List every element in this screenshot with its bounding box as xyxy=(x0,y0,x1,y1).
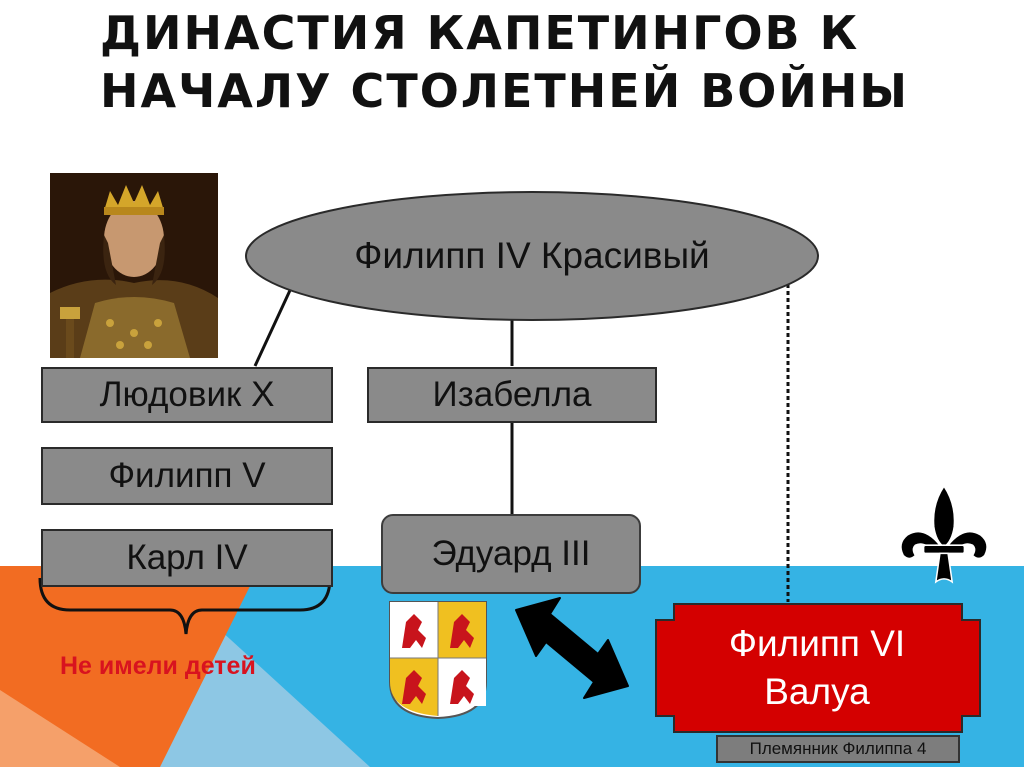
no-children-note: Не имели детей xyxy=(60,652,256,680)
charles-iv-node: Карл IV xyxy=(41,529,333,587)
isabella-node: Изабелла xyxy=(367,367,657,423)
philip-vi-valois-node: Филипп VI Валуа xyxy=(658,604,976,732)
slide-title: Династия Капетингов к началу Столетней в… xyxy=(100,6,910,118)
king-portrait xyxy=(50,173,218,358)
louis-x-node: Людовик X xyxy=(41,367,333,423)
fleur-de-lis-icon xyxy=(900,484,988,584)
philip-v-node: Филипп V xyxy=(41,447,333,505)
nephew-note: Племянник Филиппа 4 xyxy=(716,735,960,763)
philip-iv-node: Филипп IV Красивый xyxy=(354,235,710,276)
castile-leon-coat-of-arms-icon xyxy=(389,601,487,720)
philip-vi-name: Филипп VI xyxy=(728,623,906,664)
valois-house-name: Валуа xyxy=(764,671,870,712)
edward-iii-node: Эдуард III xyxy=(381,514,641,594)
